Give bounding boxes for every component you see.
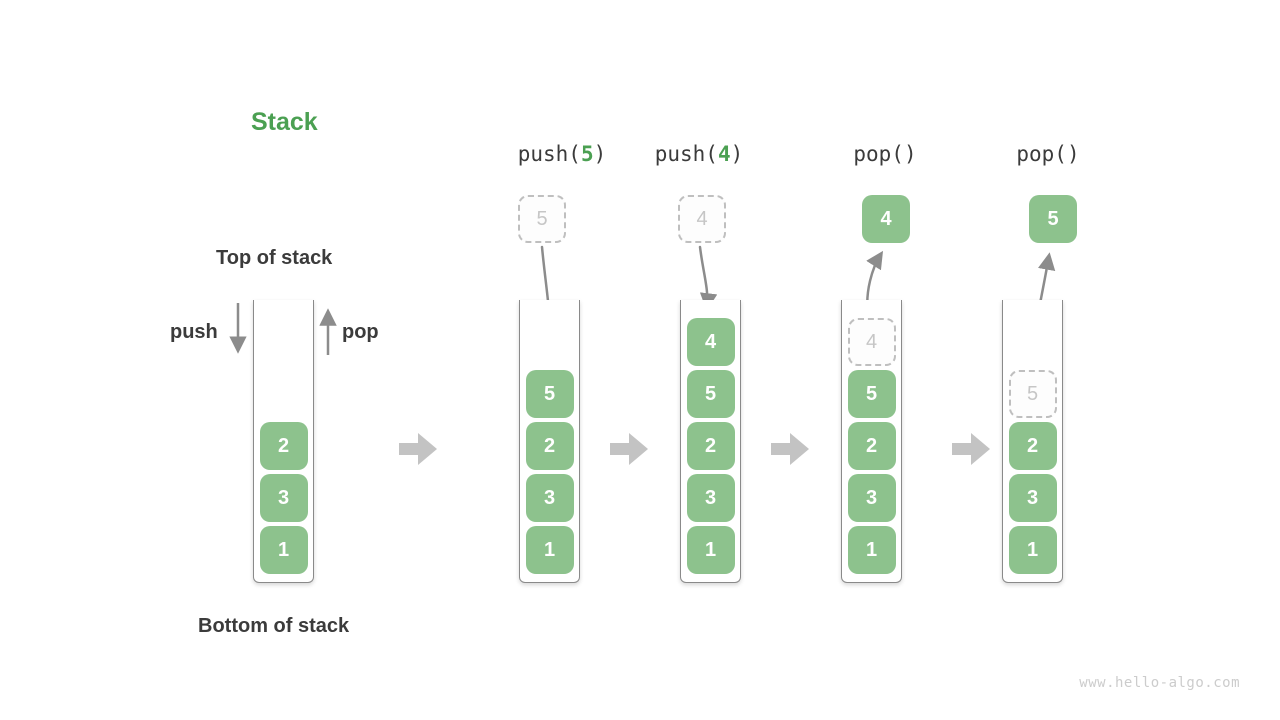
stack-cell: 1 bbox=[847, 526, 896, 574]
op-suffix: ) bbox=[593, 142, 607, 166]
floating-value-box-pop-5: 5 bbox=[1029, 195, 1077, 243]
stack-cell: 3 bbox=[1008, 474, 1057, 522]
op-prefix: pop( bbox=[853, 142, 904, 166]
floating-value-box-push-5: 5 bbox=[518, 195, 566, 243]
stack-cell: 2 bbox=[259, 422, 308, 470]
op-suffix: ) bbox=[1066, 142, 1080, 166]
stack-cell: 2 bbox=[847, 422, 896, 470]
watermark: www.hello-algo.com bbox=[1079, 675, 1240, 691]
stack-cell: 3 bbox=[259, 474, 308, 522]
stack-cell: 4 bbox=[686, 318, 735, 366]
stack-cell: 2 bbox=[525, 422, 574, 470]
pop-label: pop bbox=[342, 321, 379, 343]
floating-value-box-pop-4: 4 bbox=[862, 195, 910, 243]
block-arrow-icon bbox=[952, 433, 990, 465]
stack-cell-dashed: 5 bbox=[1008, 370, 1057, 418]
block-arrow-icon bbox=[610, 433, 648, 465]
block-arrow-icon bbox=[399, 433, 437, 465]
stack-cell: 3 bbox=[686, 474, 735, 522]
op-prefix: pop( bbox=[1016, 142, 1067, 166]
op-label-pop-1: pop() bbox=[805, 142, 965, 166]
stack-cell: 2 bbox=[1008, 422, 1057, 470]
block-arrow-icon bbox=[771, 433, 809, 465]
stack-cell: 2 bbox=[686, 422, 735, 470]
stack-cell: 5 bbox=[525, 370, 574, 418]
op-arg: 4 bbox=[717, 142, 731, 166]
stack-cell: 5 bbox=[686, 370, 735, 418]
diagram-title: Stack bbox=[251, 108, 318, 136]
stack-cell: 3 bbox=[847, 474, 896, 522]
stack-cell-dashed: 4 bbox=[847, 318, 896, 366]
op-prefix: push( bbox=[654, 142, 718, 166]
op-label-push-4: push(4) bbox=[619, 142, 779, 166]
push-label: push bbox=[170, 321, 218, 343]
stack-cell: 1 bbox=[686, 526, 735, 574]
stack-cell: 3 bbox=[525, 474, 574, 522]
op-arg: 5 bbox=[580, 142, 594, 166]
push4-curve-arrow-icon bbox=[698, 245, 718, 311]
top-of-stack-label: Top of stack bbox=[216, 247, 333, 269]
op-prefix: push( bbox=[517, 142, 581, 166]
stack-cell: 1 bbox=[259, 526, 308, 574]
floating-value-box-push-4: 4 bbox=[678, 195, 726, 243]
stack-cell: 1 bbox=[1008, 526, 1057, 574]
stack-cell: 5 bbox=[847, 370, 896, 418]
op-suffix: ) bbox=[730, 142, 744, 166]
bottom-of-stack-label: Bottom of stack bbox=[198, 615, 350, 637]
stack-cell: 1 bbox=[525, 526, 574, 574]
op-label-pop-2: pop() bbox=[968, 142, 1128, 166]
op-suffix: ) bbox=[903, 142, 917, 166]
op-label-push-5: push(5) bbox=[482, 142, 642, 166]
